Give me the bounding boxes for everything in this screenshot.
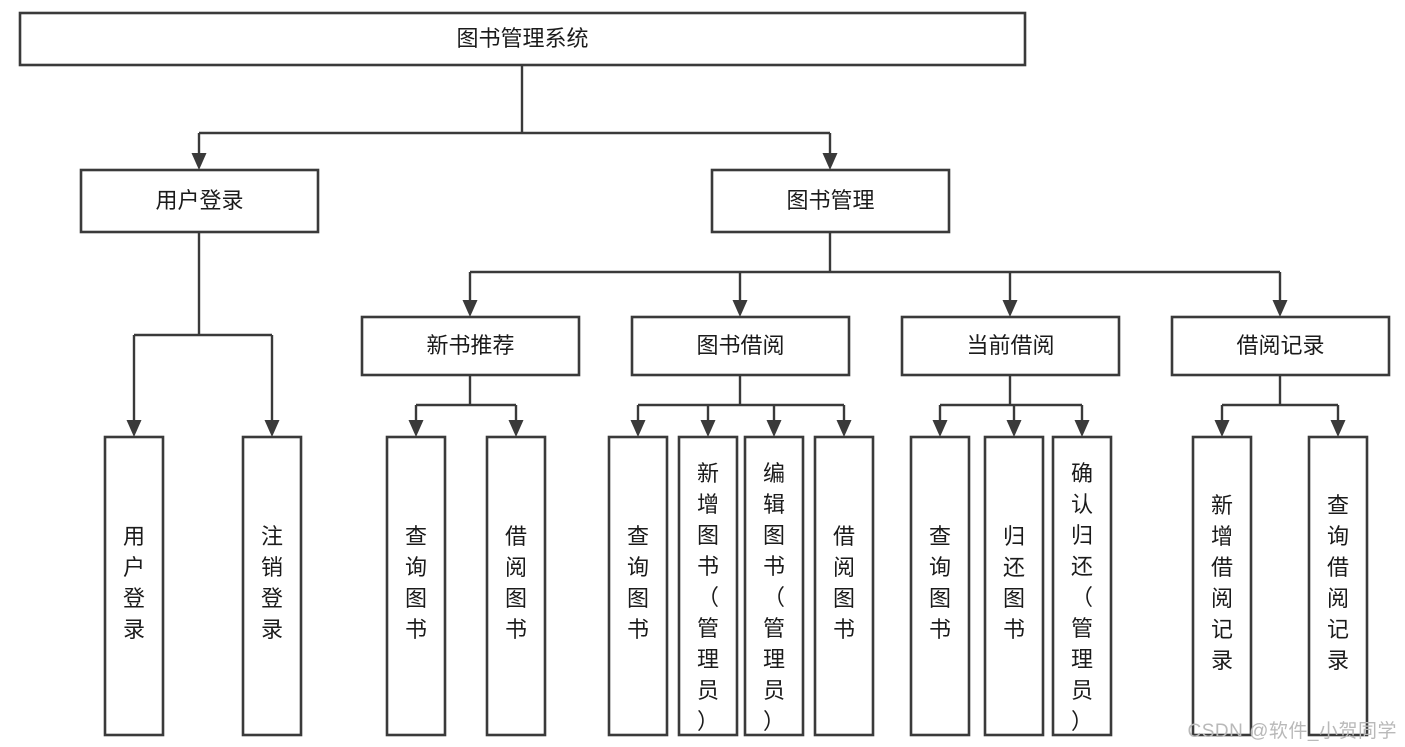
node-label: 新增借阅记录 (1211, 493, 1233, 673)
node-leaf-5-新增图书管理员[interactable]: 新增图书（管理员） (677, 435, 739, 737)
node-label: 用户登录 (155, 188, 243, 213)
node-leaf-4-查询图书[interactable]: 查询图书 (607, 435, 669, 737)
node-rect (900, 315, 1121, 377)
node-leaf-12-查询借阅记录[interactable]: 查询借阅记录 (1307, 435, 1369, 737)
node-label: 用户登录 (123, 524, 145, 642)
node-rect (677, 435, 739, 737)
connector-root-bus (191, 65, 838, 170)
node-rect (743, 435, 805, 737)
node-l3-0-新书推荐[interactable]: 新书推荐 (360, 315, 581, 377)
node-rect (1170, 315, 1391, 377)
node-leaf-2-查询图书[interactable]: 查询图书 (385, 435, 447, 737)
node-l3-3-借阅记录[interactable]: 借阅记录 (1170, 315, 1391, 377)
node-rect (385, 435, 447, 737)
node-l3-1-图书借阅[interactable]: 图书借阅 (630, 315, 851, 377)
node-rect (909, 435, 971, 737)
node-rect (630, 315, 851, 377)
node-leaf-8-查询图书[interactable]: 查询图书 (909, 435, 971, 737)
node-rect (485, 435, 547, 737)
node-rect (710, 168, 951, 234)
node-label: 查询图书 (627, 524, 649, 642)
node-leaf-6-编辑图书管理员[interactable]: 编辑图书（管理员） (743, 435, 805, 737)
connector-current-bus (932, 375, 1090, 437)
node-leaf-0-用户登录[interactable]: 用户登录 (103, 435, 165, 737)
node-label: 借阅图书 (505, 524, 527, 642)
node-label: 确认归还（管理员） (1071, 461, 1093, 734)
node-boxes-group: 图书管理系统用户登录图书管理新书推荐图书借阅当前借阅借阅记录用户登录注销登录查询… (18, 11, 1391, 737)
node-rect (1191, 435, 1253, 737)
node-label: 编辑图书（管理员） (763, 461, 785, 734)
node-rect (813, 435, 875, 737)
node-leaf-9-归还图书[interactable]: 归还图书 (983, 435, 1045, 737)
node-rect (241, 435, 303, 737)
node-leaf-1-注销登录[interactable]: 注销登录 (241, 435, 303, 737)
node-l3-2-当前借阅[interactable]: 当前借阅 (900, 315, 1121, 377)
node-rect (607, 435, 669, 737)
node-rect (983, 435, 1045, 737)
node-leaf-10-确认归还管理员[interactable]: 确认归还（管理员） (1051, 435, 1113, 737)
node-label: 归还图书 (1003, 524, 1025, 642)
connector-borrow-bus (630, 375, 852, 437)
node-label: 图书管理 (786, 188, 874, 213)
node-label: 新增图书（管理员） (697, 461, 719, 734)
connector-lines-group (126, 65, 1346, 437)
node-rect (1307, 435, 1369, 737)
node-rect (103, 435, 165, 737)
node-label: 借阅记录 (1236, 333, 1324, 358)
node-label: 查询图书 (405, 524, 427, 642)
node-rect (360, 315, 581, 377)
node-rect (18, 11, 1027, 67)
node-l2-0-用户登录[interactable]: 用户登录 (79, 168, 320, 234)
node-rect (79, 168, 320, 234)
node-label: 当前借阅 (966, 333, 1054, 358)
node-label: 查询借阅记录 (1327, 493, 1349, 673)
node-label: 查询图书 (929, 524, 951, 642)
connector-record-bus (1214, 375, 1346, 437)
node-label: 借阅图书 (833, 524, 855, 642)
node-leaf-7-借阅图书[interactable]: 借阅图书 (813, 435, 875, 737)
node-root-图书管理系统[interactable]: 图书管理系统 (18, 11, 1027, 67)
connector-books-bus (462, 232, 1288, 317)
node-label: 图书借阅 (696, 333, 784, 358)
node-l2-1-图书管理[interactable]: 图书管理 (710, 168, 951, 234)
node-label: 图书管理系统 (456, 26, 588, 51)
node-leaf-3-借阅图书[interactable]: 借阅图书 (485, 435, 547, 737)
node-leaf-11-新增借阅记录[interactable]: 新增借阅记录 (1191, 435, 1253, 737)
node-label: 注销登录 (261, 524, 283, 642)
connector-login-bus (126, 232, 280, 437)
node-label: 新书推荐 (426, 333, 514, 358)
node-rect (1051, 435, 1113, 737)
connector-newbook-bus (408, 375, 524, 437)
